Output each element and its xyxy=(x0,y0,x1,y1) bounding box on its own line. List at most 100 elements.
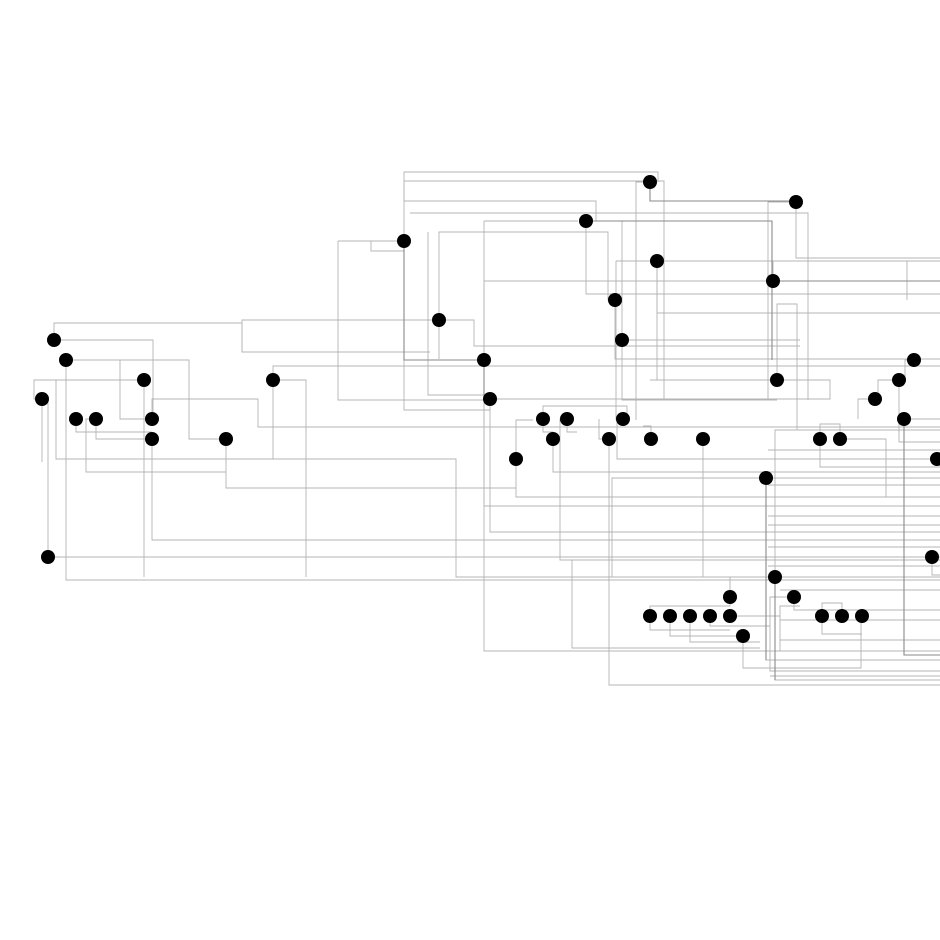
edge-line xyxy=(769,596,940,672)
edge-line-dark xyxy=(649,182,796,202)
edge-line xyxy=(819,423,841,439)
network-node xyxy=(47,333,61,347)
edge-line-dark xyxy=(903,419,940,656)
network-node xyxy=(789,195,803,209)
network-node xyxy=(536,412,550,426)
edge-line xyxy=(586,220,773,360)
edge-line xyxy=(621,340,777,401)
edge-line xyxy=(793,597,940,611)
edge-line xyxy=(272,365,940,380)
network-node xyxy=(907,353,921,367)
network-node xyxy=(770,373,784,387)
network-node xyxy=(892,373,906,387)
edge-line xyxy=(586,220,623,340)
edge-line xyxy=(54,339,154,419)
network-node xyxy=(897,412,911,426)
edge-line xyxy=(483,360,940,652)
network-node xyxy=(69,412,83,426)
edge-line xyxy=(403,171,659,201)
network-node xyxy=(89,412,103,426)
network-node xyxy=(833,432,847,446)
edge-line xyxy=(404,200,597,221)
edge-line xyxy=(438,231,615,320)
edge-line xyxy=(66,359,226,440)
edge-line xyxy=(427,232,490,396)
network-node xyxy=(723,609,737,623)
edge-line xyxy=(840,438,887,497)
edge-line xyxy=(273,379,307,577)
network-node xyxy=(477,353,491,367)
edge-line xyxy=(515,419,533,459)
network-node xyxy=(509,452,523,466)
edge-line xyxy=(608,439,940,686)
network-node xyxy=(930,452,940,466)
network-node xyxy=(432,313,446,327)
edge-line xyxy=(403,180,665,400)
edge-line xyxy=(819,439,940,468)
network-node xyxy=(766,274,780,288)
edge-line xyxy=(241,319,474,352)
edge-line xyxy=(483,280,773,360)
edge-line-dark xyxy=(403,241,484,361)
edge-line xyxy=(552,439,940,473)
edge-line xyxy=(795,202,940,259)
network-node xyxy=(608,293,622,307)
edge-line xyxy=(779,605,800,616)
network-node xyxy=(736,629,750,643)
network-node xyxy=(643,175,657,189)
network-node xyxy=(768,570,782,584)
edge-line xyxy=(776,303,798,430)
edge-line xyxy=(585,221,940,295)
network-node xyxy=(137,373,151,387)
network-node xyxy=(644,432,658,446)
edge-line-dark xyxy=(586,220,773,360)
network-node xyxy=(855,609,869,623)
network-node xyxy=(787,590,801,604)
edge-line xyxy=(774,429,940,577)
network-node xyxy=(219,432,233,446)
network-node xyxy=(835,609,849,623)
edge-line xyxy=(151,439,940,541)
network-node xyxy=(483,392,497,406)
network-node xyxy=(397,234,411,248)
edge-line xyxy=(410,212,809,400)
node-layer xyxy=(35,175,940,643)
edge-line xyxy=(75,419,152,433)
edge-line xyxy=(490,379,831,400)
network-node xyxy=(145,432,159,446)
edge-line xyxy=(403,241,484,361)
edge-line xyxy=(439,319,800,347)
edge-line xyxy=(515,459,940,498)
edge-line xyxy=(611,477,940,578)
edge-line xyxy=(542,405,628,419)
network-node xyxy=(868,392,882,406)
edge-line xyxy=(765,478,940,661)
network-node xyxy=(35,392,49,406)
network-node xyxy=(663,609,677,623)
network-node xyxy=(925,550,939,564)
edge-line xyxy=(151,398,940,428)
edge-layer xyxy=(33,171,940,686)
network-node xyxy=(815,609,829,623)
edge-line xyxy=(656,261,940,314)
network-node xyxy=(759,471,773,485)
edge-line xyxy=(898,380,940,443)
edge-line xyxy=(33,379,144,400)
edge-line xyxy=(635,181,650,420)
network-node xyxy=(41,550,55,564)
edge-line xyxy=(709,616,770,627)
edge-line xyxy=(656,261,777,381)
network-node xyxy=(602,432,616,446)
network-node xyxy=(145,412,159,426)
network-node xyxy=(615,333,629,347)
network-node xyxy=(696,432,710,446)
edge-line xyxy=(483,221,940,507)
network-node xyxy=(59,353,73,367)
network-node xyxy=(546,432,560,446)
edge-line xyxy=(614,300,940,360)
edge-line xyxy=(616,418,940,460)
network-node xyxy=(616,412,630,426)
network-node xyxy=(703,609,717,623)
network-node xyxy=(723,590,737,604)
